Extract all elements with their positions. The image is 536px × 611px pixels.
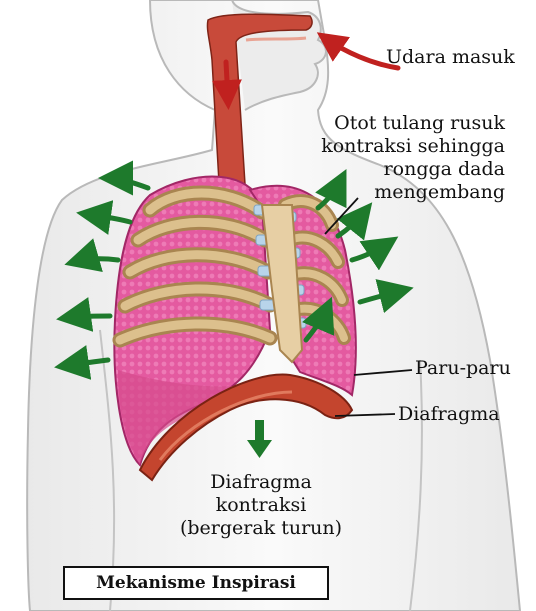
label-rib-muscle-line: kontraksi sehingga — [321, 135, 505, 157]
label-rib-muscle: Otot tulang rusuk kontraksi sehingga ron… — [321, 112, 505, 204]
label-diaphragm-action-line: kontraksi — [215, 494, 307, 516]
label-rib-muscle-line: mengembang — [374, 181, 505, 203]
caption-box: Mekanisme Inspirasi — [63, 566, 329, 600]
diaphragm-leader — [334, 413, 396, 417]
expansion-arrow — [357, 279, 414, 314]
label-rib-muscle-line: rongga dada — [383, 158, 505, 180]
label-diaphragm-action: Diafragma kontraksi (bergerak turun) — [166, 471, 356, 540]
expansion-arrow — [315, 169, 347, 211]
rib-muscle-leader — [324, 197, 359, 235]
label-lungs: Paru-paru — [415, 357, 511, 379]
expansion-arrow — [56, 297, 113, 332]
trachea-arrow — [211, 59, 242, 110]
expansion-arrow — [54, 345, 111, 380]
expansion-arrows — [54, 160, 414, 380]
air-in-arrow — [316, 32, 401, 71]
label-diaphragm-action-line: Diafragma — [210, 471, 312, 493]
caption-title: Mekanisme Inspirasi — [96, 573, 296, 593]
expansion-arrow — [76, 200, 133, 235]
rib-highlights — [115, 188, 348, 345]
airway — [206, 13, 313, 201]
label-air-in: Udara masuk — [386, 46, 515, 68]
expansion-arrow — [335, 202, 373, 241]
diaphragm-down-arrow — [247, 420, 272, 458]
lungs-leader — [353, 369, 413, 376]
expansion-arrow — [98, 160, 151, 196]
expansion-arrow — [64, 238, 121, 272]
label-rib-muscle-line: Otot tulang rusuk — [334, 112, 505, 134]
label-diaphragm: Diafragma — [398, 403, 500, 425]
expansion-arrow — [302, 296, 335, 343]
sternum — [260, 204, 304, 364]
expansion-arrow — [349, 236, 399, 271]
label-diaphragm-action-line: (bergerak turun) — [179, 517, 343, 539]
diaphragm — [138, 373, 354, 482]
